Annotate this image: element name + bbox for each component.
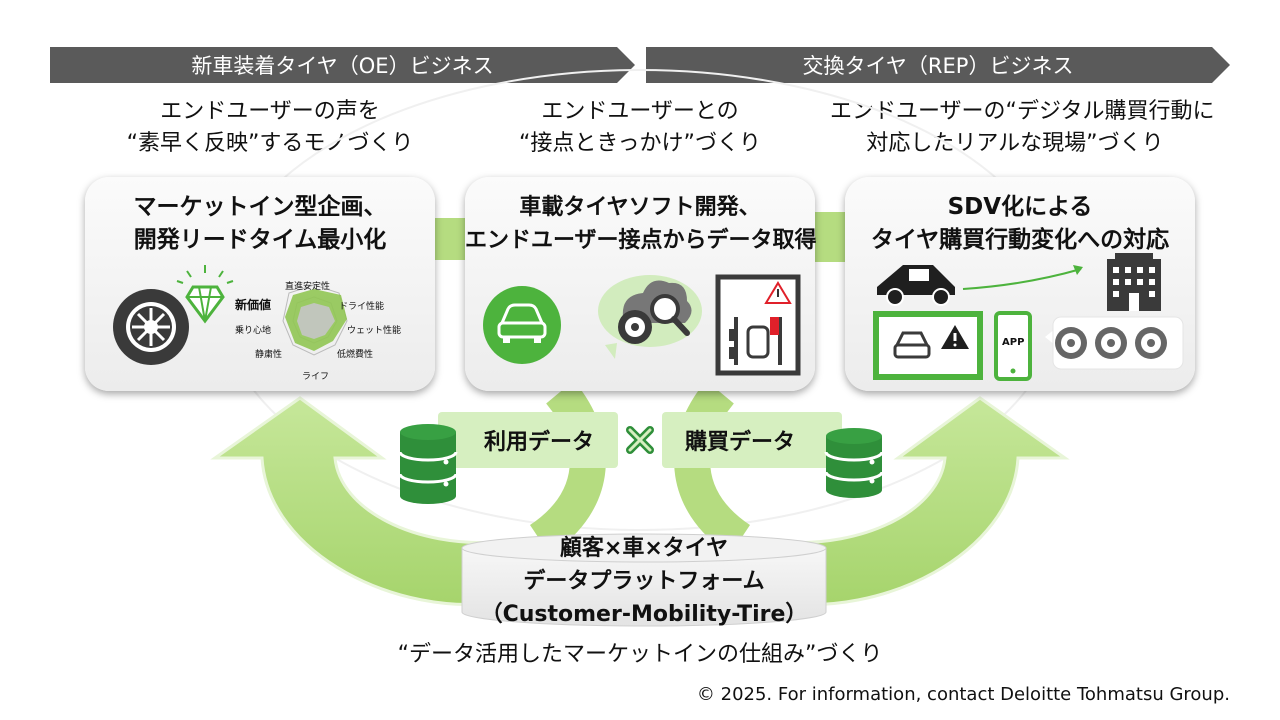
usage-data-label: 利用データ [483,430,594,455]
card-right-title-line-2: タイヤ購買行動変化への対応 [870,227,1170,253]
platform-cylinder-top [461,533,827,563]
radar-label-straight: 直進安定性 [285,282,331,292]
card-right-title: SDV化による タイヤ購買行動変化への対応 [845,191,1195,257]
parking-alert-icon [715,274,801,376]
card-right-graphics [873,253,1184,381]
platform-line-3: （Customer-Mobility-Tire） [480,602,808,627]
oe-business-label: 新車装着タイヤ（OE）ビジネス [191,54,494,78]
subtitle-center-line-1: エンドユーザーとの [541,99,739,124]
oe-business-banner: 新車装着タイヤ（OE）ビジネス [50,47,635,83]
diamond-icon [176,265,234,324]
radar-label-comfort: 乗り心地 [235,326,272,336]
tire-option-icon [1135,327,1167,359]
radar-chart [282,284,348,356]
card-market-in: マーケットイン型企画、 開発リードタイム最小化 [85,177,435,391]
card-sdv-purchase: SDV化による タイヤ購買行動変化への対応 [845,177,1195,391]
platform-cylinder-body [461,548,827,627]
subtitle-left: エンドユーザーの声を “素早く反映”するモノづくり [100,96,440,160]
card-center-title-line-2: エンドユーザー接点からデータ取得 [465,228,817,253]
purchase-data-chip: 購買データ [662,412,842,468]
card-right-title-line-1: SDV化による [947,194,1093,220]
card-center-title: 車載タイヤソフト開発、 エンドユーザー接点からデータ取得 [465,191,817,257]
card-left-title: マーケットイン型企画、 開発リードタイム最小化 [85,191,435,257]
subtitle-left-line-2: “素早く反映”するモノづくり [126,131,414,156]
app-phone-icon [994,311,1032,381]
connector-right [810,212,850,262]
subtitle-center: エンドユーザーとの “接点ときっかけ”づくり [470,96,810,160]
connector-left [430,218,470,260]
card-left-title-line-2: 開発リードタイム最小化 [133,227,387,253]
flow-line [962,268,1082,290]
card-in-car-software: 車載タイヤソフト開発、 エンドユーザー接点からデータ取得 [465,177,817,391]
platform-line-1: 顧客×車×タイヤ [559,536,729,561]
radar-label-wet: ウェット性能 [347,326,402,336]
radar-label-fuel: 低燃費性 [337,350,374,360]
subtitle-right: エンドユーザーの“デジタル購買行動に 対応したリアルな現場”づくり [830,96,1215,160]
radar-label-quiet: 静粛性 [255,350,283,360]
tire-icon [113,289,189,365]
right-inner-arc [674,380,751,555]
usage-data-chip: 利用データ [438,412,618,468]
radar-label-dry: ドライ性能 [339,302,385,312]
card-left-title-line-1: マーケットイン型企画、 [133,194,387,220]
card-center-title-line-1: 車載タイヤソフト開発、 [519,195,761,220]
subtitle-right-line-2: 対応したリアルな現場”づくり [866,131,1164,156]
card-center-graphics [483,274,801,376]
subtitle-right-line-1: エンドユーザーの“デジタル購買行動に [830,99,1215,124]
tire-option-icon [1055,327,1087,359]
app-label: APP [1002,337,1025,348]
platform-line-2: データプラットフォーム [523,569,765,594]
rep-business-label: 交換タイヤ（REP）ビジネス [802,54,1074,78]
tire-options-panel [1045,316,1184,370]
building-icon [1107,253,1161,311]
car-silhouette-icon [877,265,955,306]
platform-label: 顧客×車×タイヤ データプラットフォーム （Customer-Mobility-… [462,532,826,631]
platform-slogan: “データ活用したマーケットインの仕組み”づくり [397,642,883,667]
subtitle-left-line-1: エンドユーザーの声を [160,99,380,124]
in-car-display-icon [873,311,983,380]
copyright-notice: © 2025. For information, contact Deloitt… [696,684,1230,705]
car-icon [483,286,561,364]
left-inner-arc [529,380,606,555]
subtitle-center-line-2: “接点ときっかけ”づくり [519,131,761,156]
card-left-graphics [113,265,348,365]
radar-baseline-area [297,303,335,339]
new-value-label: 新価値 [235,298,272,312]
tire-search-icon [598,275,702,359]
tire-option-icon [1095,327,1127,359]
purchase-data-label: 購買データ [684,430,795,455]
radar-label-life: ライフ [302,372,330,382]
